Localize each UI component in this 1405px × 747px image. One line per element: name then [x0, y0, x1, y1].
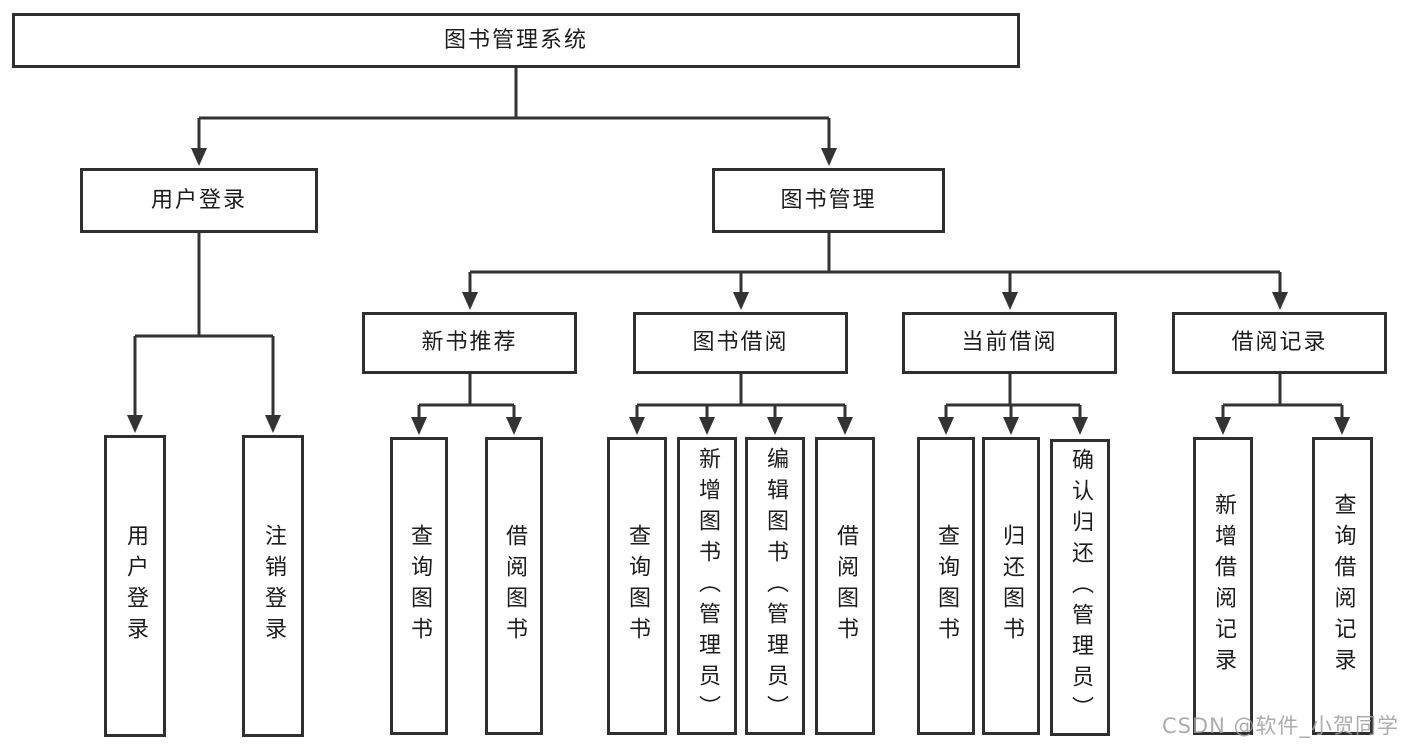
node-leaf-query-books-2: 查询图书: [607, 437, 667, 735]
node-leaf-user-login: 用户登录: [104, 435, 166, 737]
node-book-management: 图书管理: [712, 168, 945, 233]
node-leaf-borrow-books-2: 借阅图书: [815, 437, 875, 735]
node-leaf-add-borrow-record: 新增借阅记录: [1193, 437, 1253, 735]
node-book-borrowing: 图书借阅: [633, 312, 848, 374]
node-library-management-system: 图书管理系统: [12, 13, 1020, 68]
node-user-login: 用户登录: [80, 168, 318, 233]
node-leaf-borrow-books-1: 借阅图书: [485, 437, 543, 735]
arrowheads: [127, 148, 1350, 435]
node-leaf-query-books-1: 查询图书: [390, 437, 448, 735]
node-leaf-query-borrow-record: 查询借阅记录: [1312, 437, 1373, 735]
node-leaf-confirm-return-admin: 确认归还（管理员）: [1050, 439, 1110, 736]
node-new-book-recommend: 新书推荐: [362, 312, 577, 374]
node-current-borrowing: 当前借阅: [902, 312, 1117, 374]
node-leaf-add-books-admin: 新增图书（管理员）: [677, 437, 737, 735]
node-leaf-query-books-3: 查询图书: [917, 437, 975, 735]
node-borrowing-records: 借阅记录: [1172, 312, 1387, 374]
node-leaf-edit-books-admin: 编辑图书（管理员）: [745, 437, 805, 735]
node-leaf-return-books: 归还图书: [982, 437, 1040, 735]
node-leaf-logout: 注销登录: [242, 435, 304, 737]
